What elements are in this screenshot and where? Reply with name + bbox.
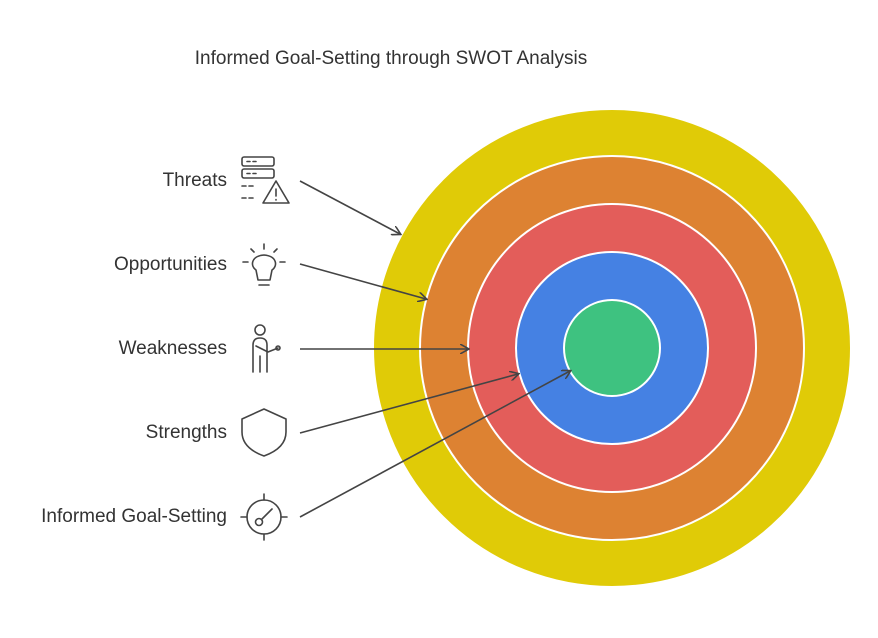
target-rings	[372, 108, 852, 588]
diagram-title: Informed Goal-Setting through SWOT Analy…	[194, 48, 588, 69]
shield-icon	[241, 408, 287, 457]
target-gauge-icon	[240, 493, 288, 541]
ring-goal-setting	[563, 299, 661, 397]
person-icon	[252, 324, 281, 373]
arrow-goal-setting	[299, 371, 570, 518]
arrow-threats	[299, 180, 400, 234]
label-weaknesses: Weaknesses	[118, 338, 227, 359]
label-opportunities: Opportunities	[113, 254, 227, 275]
arrow-strengths	[299, 374, 518, 434]
label-threats: Threats	[162, 170, 227, 191]
arrow-opportunities	[299, 263, 426, 299]
connector-arrows	[299, 180, 570, 518]
lightbulb-icon	[242, 243, 286, 286]
label-strengths: Strengths	[145, 422, 227, 443]
server-warning-icon	[241, 156, 290, 204]
label-goal-setting: Informed Goal-Setting	[41, 506, 227, 527]
